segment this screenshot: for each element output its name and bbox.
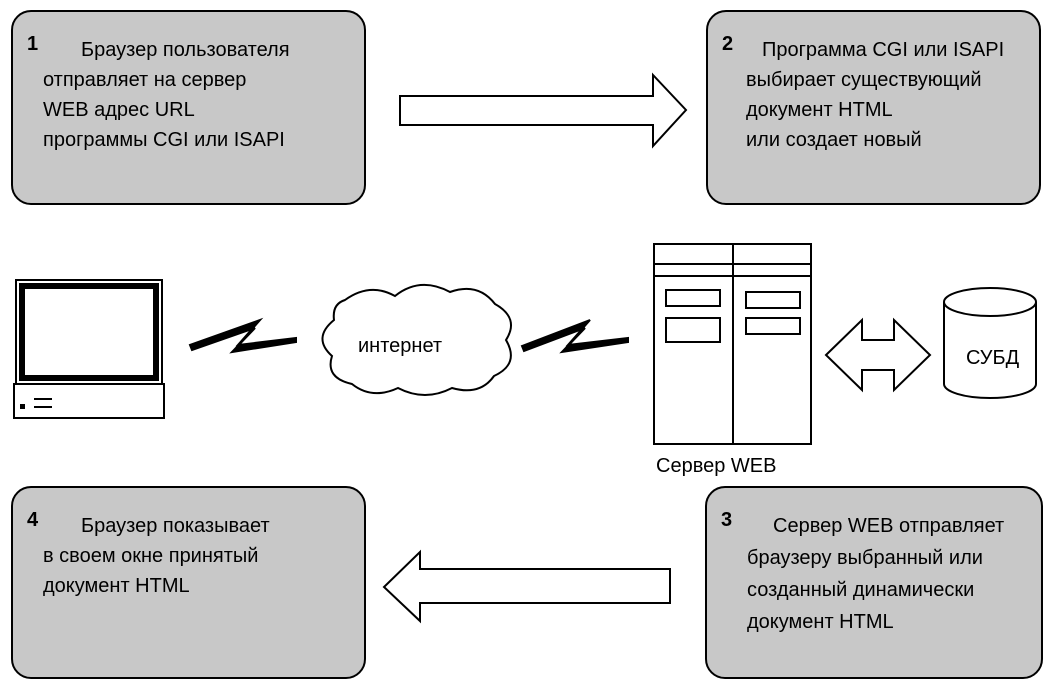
arrow-right-icon [399, 72, 688, 149]
step-1-line-4: программы CGI или ISAPI [43, 129, 285, 151]
computer-icon [13, 279, 165, 419]
step-4-line-3: документ HTML [43, 575, 190, 597]
server-caption: Сервер WEB [656, 455, 777, 477]
step-3-box: 3 Сервер WEB отправляет браузеру выбранн… [705, 486, 1043, 679]
step-3-line-1: Сервер WEB отправляет [773, 515, 1005, 537]
step-4-box: 4 Браузер показывает в своем окне принят… [11, 486, 366, 679]
step-2-line-2: выбирает существующий [746, 69, 982, 91]
step-4-number: 4 [27, 509, 39, 531]
network-link-icon-2 [520, 319, 629, 354]
step-1-number: 1 [27, 33, 39, 55]
step-4-line-1: Браузер показывает [81, 515, 270, 537]
step-1-box: 1 Браузер пользователя отправляет на сер… [11, 10, 366, 205]
step-2-line-1: Программа CGI или ISAPI [762, 39, 1005, 61]
step-1-line-3: WEB адрес URL [43, 99, 195, 121]
double-arrow-icon [824, 317, 932, 393]
database-icon [943, 287, 1037, 399]
dbms-label: СУБД [966, 347, 1020, 369]
step-2-number: 2 [722, 33, 734, 55]
internet-label: интернет [358, 335, 443, 357]
network-link-icon [188, 317, 297, 354]
arrow-left-icon [382, 549, 671, 624]
step-3-line-4: документ HTML [747, 611, 894, 633]
step-3-line-2: браузеру выбранный или [747, 547, 983, 569]
step-2-line-3: документ HTML [746, 99, 893, 121]
step-4-line-2: в своем окне принятый [43, 545, 259, 567]
step-3-number: 3 [721, 509, 733, 531]
step-3-line-3: созданный динамически [747, 579, 975, 601]
step-2-box: 2 Программа CGI или ISAPI выбирает сущес… [706, 10, 1041, 205]
step-1-line-1: Браузер пользователя [81, 39, 290, 61]
step-1-line-2: отправляет на сервер [43, 69, 247, 91]
web-server-icon [653, 243, 812, 445]
internet-cloud-icon [321, 284, 513, 396]
step-2-line-4: или создает новый [746, 129, 922, 151]
